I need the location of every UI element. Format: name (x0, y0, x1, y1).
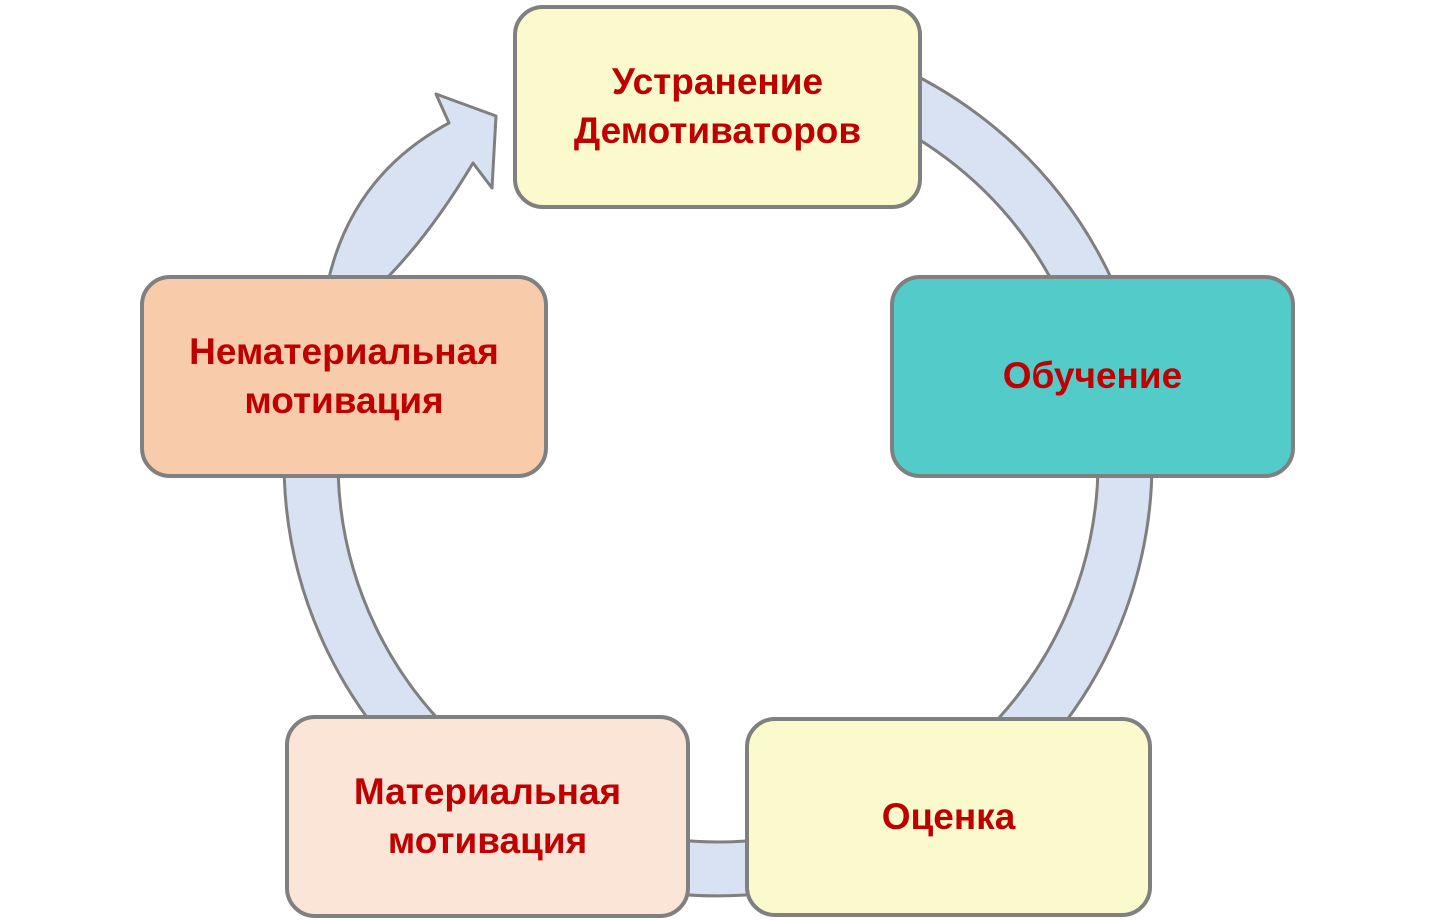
node-label: Устранение Демотиваторов (573, 61, 862, 151)
node-label: Нематериальная мотивация (189, 330, 499, 421)
node-eliminate-demotivators: Устранение Демотиваторов (513, 5, 922, 209)
node-material-motivation: Материальная мотивация (285, 715, 690, 918)
node-label: Обучение (1002, 355, 1183, 397)
node-label: Оценка (881, 795, 1016, 837)
node-label: Материальная мотивация (353, 770, 622, 861)
node-assessment: Оценка (745, 717, 1152, 917)
node-nonmaterial-motivation: Нематериальная мотивация (140, 275, 548, 478)
cycle-arrow-icon (326, 92, 498, 284)
node-training: Обучение (890, 275, 1295, 478)
